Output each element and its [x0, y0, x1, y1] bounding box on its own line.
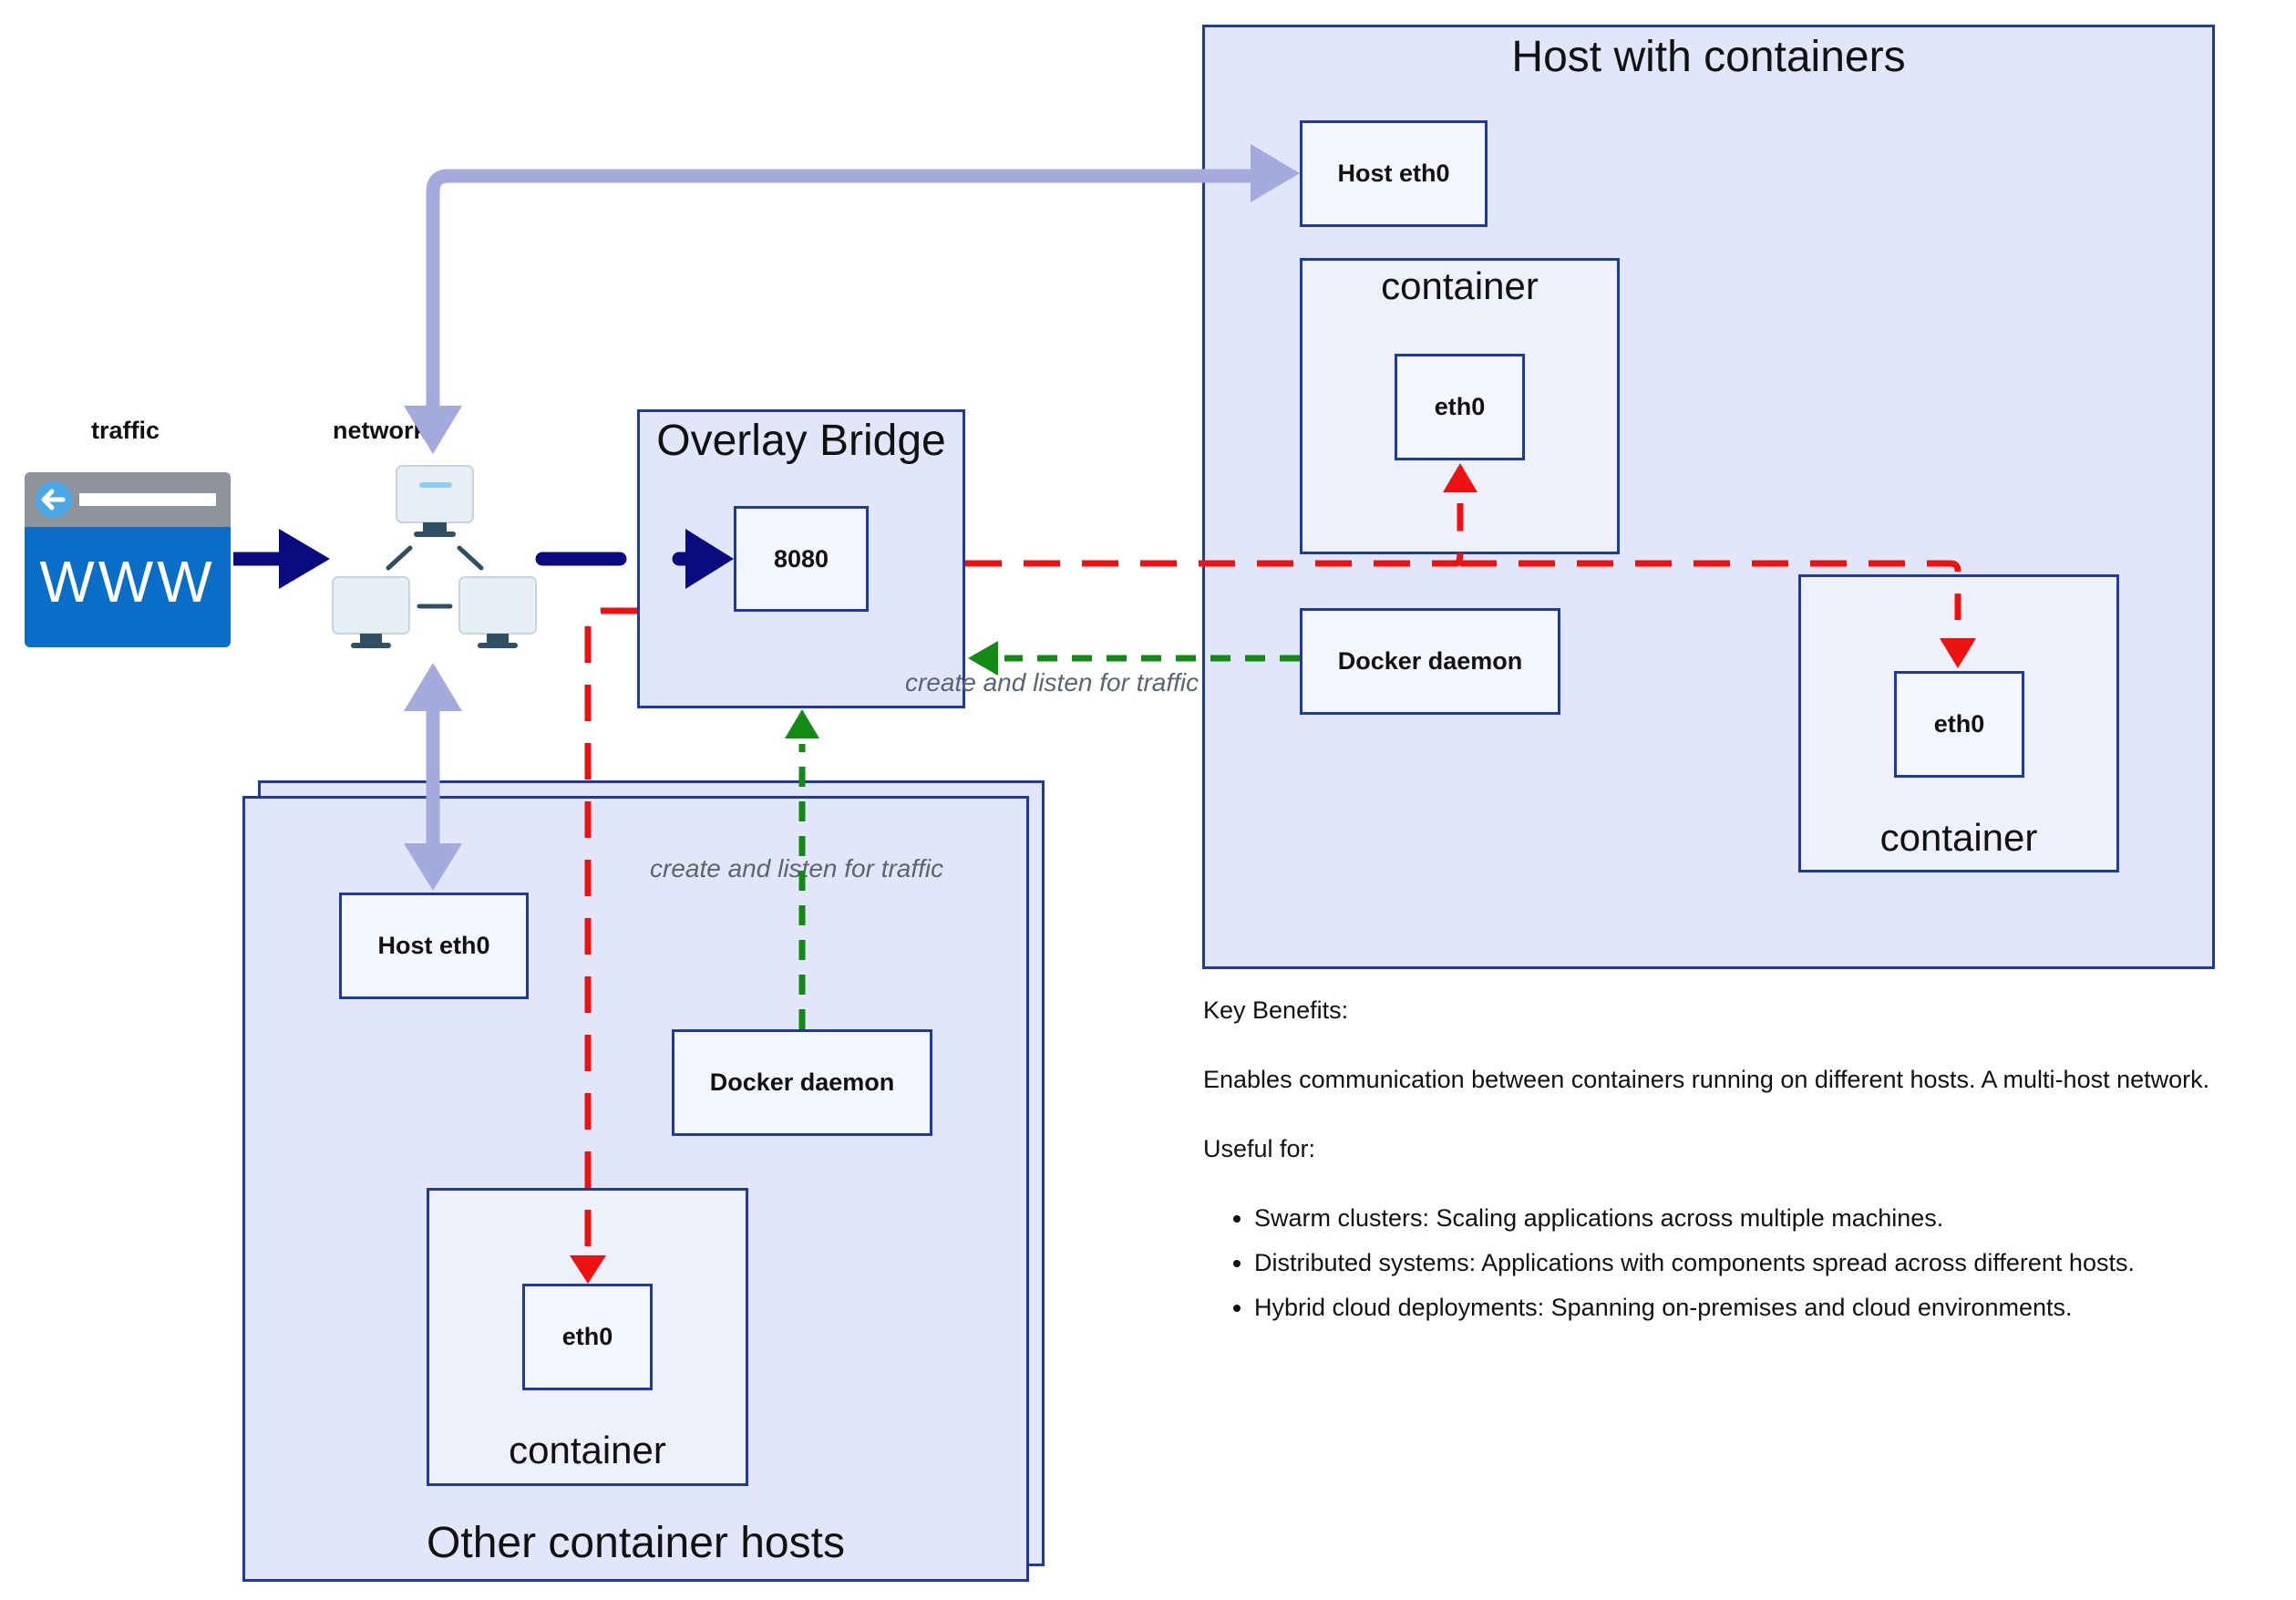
list-item: Hybrid cloud deployments: Spanning on-pr… — [1254, 1291, 2288, 1324]
key-benefits-section: Key Benefits: Enables communication betw… — [1203, 994, 2288, 1336]
daemon-flow-arrowhead-bottom — [785, 709, 819, 738]
data-flow-arrowhead-container-top — [1443, 463, 1477, 492]
container-bottom-title: container — [509, 1429, 666, 1471]
host-eth0-left[interactable]: Host eth0 — [339, 893, 529, 999]
list-item: Distributed systems: Applications with c… — [1254, 1246, 2288, 1279]
uplink-arrowhead-switch-top — [404, 406, 462, 454]
useful-for-list: Swarm clusters: Scaling applications acr… — [1203, 1202, 2288, 1324]
container-right-eth0[interactable]: eth0 — [1894, 671, 2024, 778]
overlay-bridge-port-8080[interactable]: 8080 — [734, 506, 869, 612]
traffic-arrowhead-www — [279, 529, 330, 589]
data-flow-bridge-to-right — [965, 503, 1961, 620]
uplink-arrowhead-host-right — [1251, 144, 1300, 202]
docker-daemon-right[interactable]: Docker daemon — [1300, 608, 1560, 715]
uplink-arrowhead-switch-bottom — [404, 663, 462, 711]
uplink-arrow-host-right — [426, 169, 1258, 415]
note-create-listen-right: create and listen for traffic — [905, 668, 1199, 697]
container-bottom-eth0[interactable]: eth0 — [522, 1284, 653, 1390]
host-with-containers-title: Host with containers — [1511, 33, 1906, 81]
container-top-eth0[interactable]: eth0 — [1395, 354, 1525, 460]
traffic-arrowhead-8080 — [685, 529, 734, 589]
daemon-flow-arrowhead-right — [968, 641, 998, 676]
container-right-title: container — [1879, 816, 2038, 859]
data-flow-bridge-to-bottom — [584, 607, 637, 1249]
network-label: network — [333, 417, 427, 444]
data-flow-arrowhead-container-bottom — [570, 1255, 606, 1284]
useful-for-heading: Useful for: — [1203, 1135, 1316, 1162]
container-top-title: container — [1381, 264, 1539, 307]
overlay-bridge-title: Overlay Bridge — [656, 417, 946, 465]
traffic-label: traffic — [91, 417, 160, 444]
docker-daemon-left[interactable]: Docker daemon — [672, 1029, 932, 1136]
www-text: WWW — [39, 549, 215, 614]
host-eth0-right[interactable]: Host eth0 — [1300, 120, 1488, 227]
key-benefits-description: Enables communication between containers… — [1203, 1066, 2210, 1093]
uplink-arrowhead-host-left — [404, 843, 462, 891]
list-item: Swarm clusters: Scaling applications acr… — [1254, 1202, 2288, 1234]
network-switch-icon — [328, 460, 542, 656]
note-create-listen-bottom: create and listen for traffic — [650, 854, 944, 883]
other-container-hosts-title: Other container hosts — [427, 1519, 845, 1567]
data-flow-arrowhead-container-right — [1940, 638, 1976, 668]
key-benefits-heading: Key Benefits: — [1203, 996, 1349, 1024]
browser-www-icon: WWW — [25, 472, 231, 647]
